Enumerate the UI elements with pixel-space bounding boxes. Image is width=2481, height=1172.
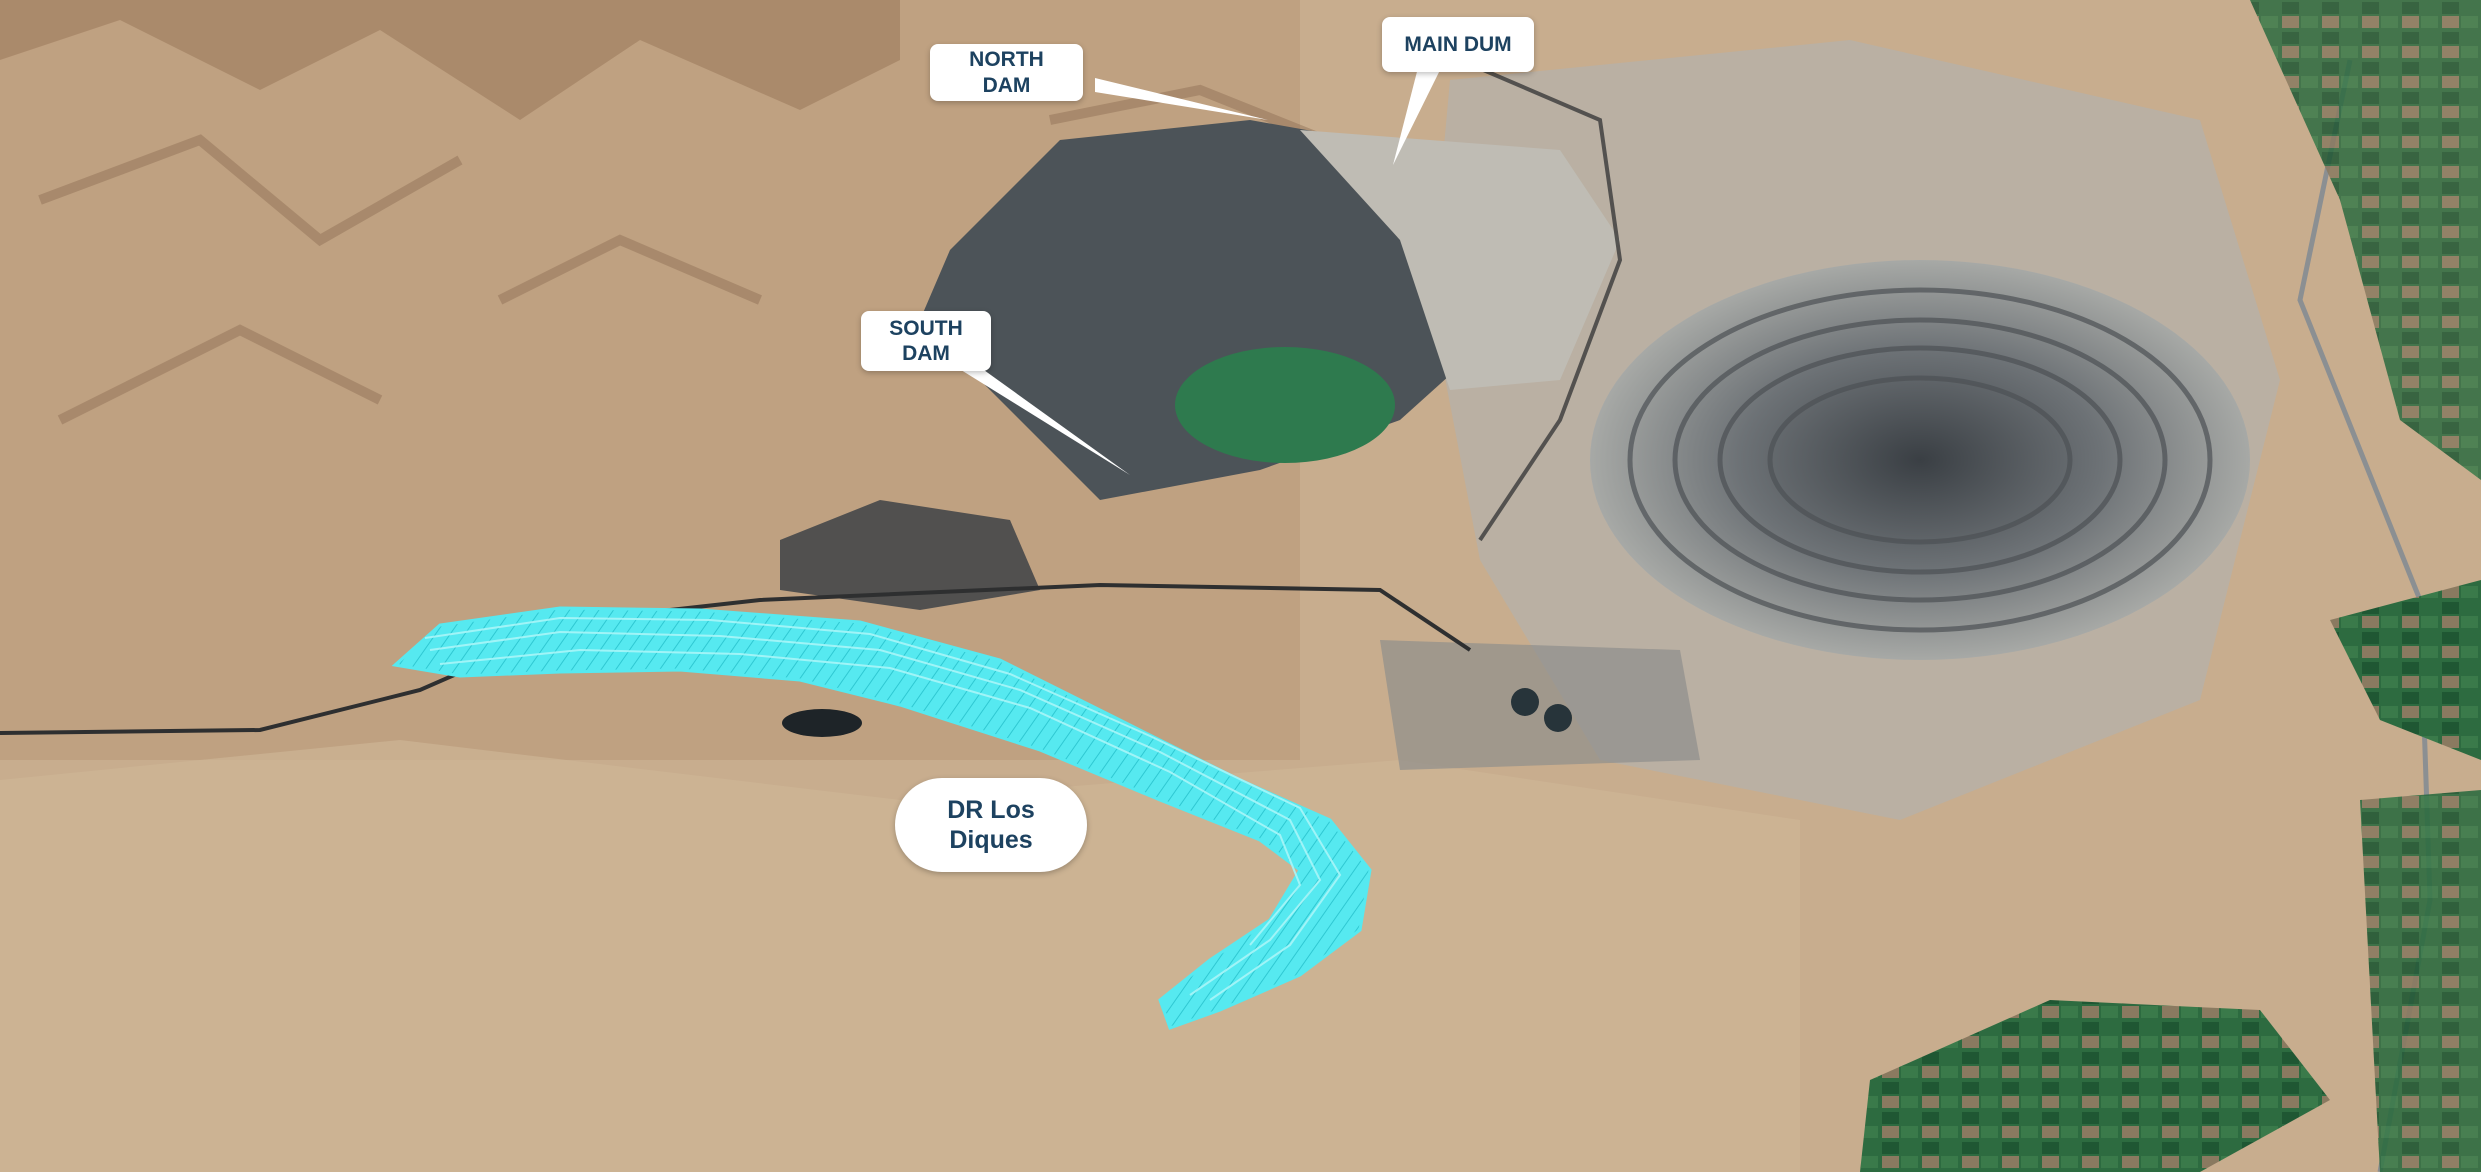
south-dam-pointer [945,360,1130,475]
south-dam-label: SOUTH DAM [861,311,991,371]
thickener-1 [1511,688,1539,716]
tailings-pond [1175,347,1395,463]
open-pit [1590,260,2250,660]
main-dum-label: MAIN DUM [1382,17,1534,72]
north-dam-label: NORTH DAM [930,44,1083,101]
processing-pad [1380,640,1700,770]
dr-los-diques-footprint [391,606,1372,1030]
thickener-2 [1544,704,1572,732]
haul-road [1459,58,1623,542]
plant-area [780,500,1040,610]
main-dum-pointer [1393,60,1445,165]
tailings-beach [1300,130,1620,390]
fields-far-east [2360,790,2481,1172]
pit-benches [1627,287,2213,633]
dr-los-diques-benches [424,616,1342,1001]
fields-southeast [1860,1000,2330,1172]
dark-pond [782,709,862,737]
north-dam-pointer [1095,78,1268,120]
ridge-lines [38,84,1352,425]
dr-los-diques-label: DR Los Diques [895,778,1087,872]
mountain-ridges [0,0,900,120]
fields-east [2330,580,2481,760]
fields-northeast [2250,0,2481,480]
